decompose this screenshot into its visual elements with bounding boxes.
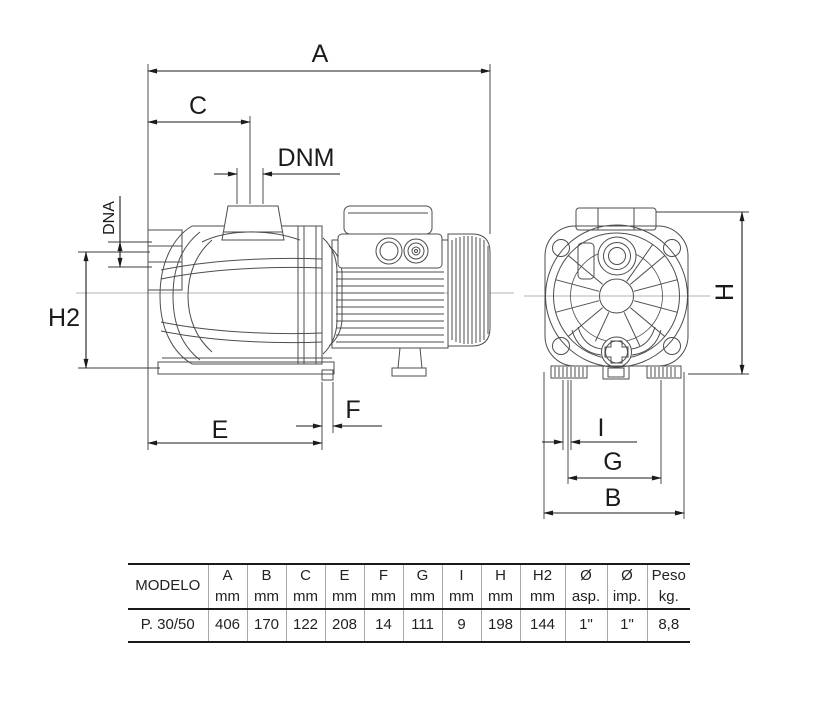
header-label: G xyxy=(416,567,429,585)
pump-dimension-drawing: A C DNM DNA H2 E F H I G B xyxy=(48,40,749,519)
header-unit: mm xyxy=(293,587,318,605)
front-feet xyxy=(550,365,682,380)
side-view xyxy=(76,205,514,381)
cell-A: 406 xyxy=(207,609,247,642)
dim-F-label: F xyxy=(345,396,360,424)
header-unit: mm xyxy=(449,587,474,605)
dim-H-label: H xyxy=(711,283,739,301)
cell-E: 208 xyxy=(324,609,364,642)
header-label: E xyxy=(339,567,350,585)
dim-G-label: G xyxy=(603,448,622,476)
dimension-annotations xyxy=(78,64,749,519)
pump-casing xyxy=(159,225,323,365)
discharge-port xyxy=(201,205,301,243)
cell-diam-asp: 1" xyxy=(564,609,607,642)
terminal-box xyxy=(337,205,443,269)
front-fan-cover xyxy=(545,224,688,368)
header-label: Peso xyxy=(651,567,686,585)
extension-lines xyxy=(78,64,749,519)
header-label: C xyxy=(300,567,311,585)
header-unit: mm xyxy=(530,587,555,605)
table-row: P. 30/50 406 170 122 208 14 111 9 198 14… xyxy=(128,609,690,642)
header-unit: asp. xyxy=(571,587,601,605)
drain-screw xyxy=(571,326,662,368)
header-label: I xyxy=(459,567,464,585)
header-label: H xyxy=(495,567,506,585)
cell-C: 122 xyxy=(285,609,325,642)
header-unit: imp. xyxy=(612,587,642,605)
header-unit: kg. xyxy=(658,587,679,605)
dimension-labels: A C DNM DNA H2 E F H I G B xyxy=(48,40,739,512)
front-terminal-box xyxy=(575,207,657,231)
dim-A-label: A xyxy=(312,40,329,68)
header-label: H2 xyxy=(532,567,553,585)
header-label: B xyxy=(261,567,272,585)
header-cell-H2: H2 mm xyxy=(519,564,565,609)
fan-cover xyxy=(447,233,491,347)
dim-DNM-label: DNM xyxy=(278,144,335,172)
dim-H2-label: H2 xyxy=(48,304,80,332)
pump-motor-adapter xyxy=(322,237,343,355)
front-suction-port xyxy=(577,236,637,280)
dim-E-label: E xyxy=(212,416,229,444)
header-unit: mm xyxy=(488,587,513,605)
front-view xyxy=(524,207,710,380)
cell-I: 9 xyxy=(441,609,481,642)
header-label: A xyxy=(222,567,233,585)
header-cell-peso: Peso kg. xyxy=(646,564,690,609)
cell-peso: 8,8 xyxy=(646,609,690,642)
dim-I-label: I xyxy=(598,414,605,442)
cell-model: P. 30/50 xyxy=(140,616,195,634)
header-unit: mm xyxy=(410,587,435,605)
dim-C-label: C xyxy=(189,92,207,120)
header-unit: mm xyxy=(332,587,357,605)
header-unit: mm xyxy=(215,587,240,605)
header-cell-modelo: MODELO xyxy=(128,564,208,609)
header-unit: mm xyxy=(371,587,396,605)
header-label: Ø xyxy=(580,567,592,585)
header-label: F xyxy=(378,567,389,585)
cell-B: 170 xyxy=(246,609,286,642)
header-unit: mm xyxy=(254,587,279,605)
cell-diam-imp: 1" xyxy=(606,609,647,642)
pump-base xyxy=(157,357,335,381)
corner-bolts xyxy=(552,239,681,355)
motor-foot xyxy=(391,347,427,377)
cell-H2: 144 xyxy=(519,609,565,642)
cell-G: 111 xyxy=(402,609,442,642)
dim-DNA-label: DNA xyxy=(101,201,118,235)
header-modelo-label: MODELO xyxy=(135,577,201,595)
cell-F: 14 xyxy=(363,609,403,642)
dim-B-label: B xyxy=(605,484,622,512)
cell-H: 198 xyxy=(480,609,520,642)
header-label: Ø xyxy=(621,567,633,585)
